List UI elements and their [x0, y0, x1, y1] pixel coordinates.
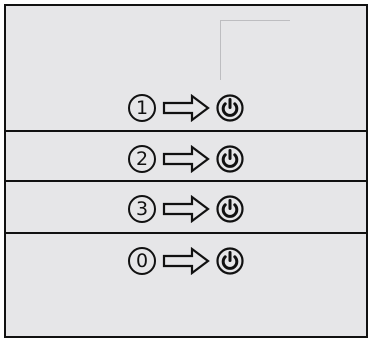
right-arrow-icon [162, 94, 210, 122]
step-number-badge: 1 [128, 94, 156, 122]
diagram-panel: 1 2 3 0 [4, 4, 368, 338]
step-sequence: 3 [128, 195, 244, 223]
power-icon [216, 195, 244, 223]
divider [6, 180, 366, 182]
power-icon [216, 247, 244, 275]
divider [6, 232, 366, 234]
right-arrow-icon [162, 247, 210, 275]
step-row: 2 [6, 141, 366, 177]
step-number-badge: 2 [128, 145, 156, 173]
divider [6, 130, 366, 132]
step-row: 1 [6, 90, 366, 126]
step-sequence: 2 [128, 145, 244, 173]
guide-line-horizontal [220, 20, 290, 21]
power-icon [216, 145, 244, 173]
step-number-badge: 3 [128, 195, 156, 223]
step-number-badge: 0 [128, 247, 156, 275]
right-arrow-icon [162, 195, 210, 223]
step-sequence: 0 [128, 247, 244, 275]
right-arrow-icon [162, 145, 210, 173]
step-sequence: 1 [128, 94, 244, 122]
guide-line-vertical [220, 20, 221, 80]
step-row: 0 [6, 243, 366, 279]
power-icon [216, 94, 244, 122]
step-row: 3 [6, 191, 366, 227]
